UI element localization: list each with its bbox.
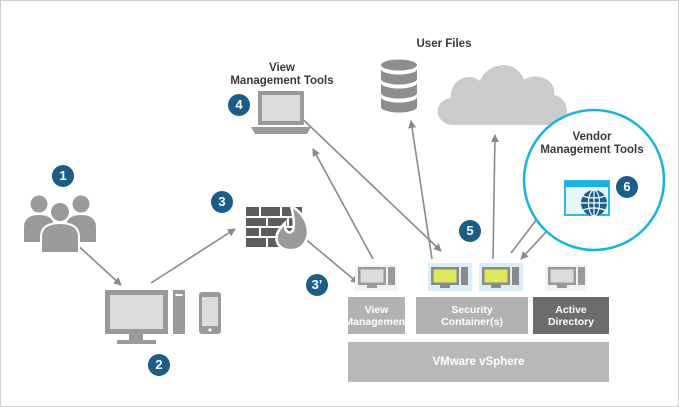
vmware-vsphere-label: VMware vSphere [432, 356, 525, 368]
step-badge-3: 3 [211, 191, 233, 213]
view-tools-label-line2: Management Tools [230, 75, 334, 87]
arrow-device-to-firewall [150, 228, 236, 284]
arrow-security-to-cloud [490, 134, 499, 260]
security-container-line2: Container(s) [441, 315, 503, 328]
step-badge-6: 6 [616, 176, 638, 198]
step-badge-2: 2 [148, 354, 170, 376]
vendor-highlight-ring [522, 108, 666, 252]
active-directory-block: Active Directory [533, 297, 609, 334]
step-badge-5: 5 [459, 220, 481, 242]
arrow-security-to-database [408, 120, 433, 260]
security-container-line1: Security [451, 303, 493, 316]
end-user-devices-icon [105, 290, 221, 344]
arrow-tools-to-security [291, 108, 442, 252]
vm-active-directory-icon [545, 265, 587, 291]
users-group-icon [24, 195, 96, 254]
vendor-globe-browser-icon [564, 180, 610, 217]
view-management-block: View Management [344, 297, 409, 334]
vendor-tools-label: Vendor Management Tools [522, 131, 662, 157]
step-badge-3-prime: 3’ [306, 274, 328, 296]
firewall-icon [246, 203, 310, 252]
vm-security-container-2-icon [479, 263, 523, 291]
view-tools-laptop-icon [251, 91, 311, 134]
view-management-line1: View [364, 303, 389, 316]
vendor-tools-label-line2: Management Tools [540, 144, 644, 156]
arrow-firewall-to-view-management [302, 236, 359, 284]
vm-security-container-1-icon [428, 263, 472, 291]
user-files-database-icon [381, 59, 417, 113]
vendor-tools-label-line1: Vendor [572, 131, 612, 143]
security-container-block: Security Container(s) [416, 297, 528, 334]
step-badge-4: 4 [228, 94, 250, 116]
cloud-storage-icon [437, 65, 567, 125]
view-management-line2: Management [344, 315, 409, 328]
step-badge-1: 1 [52, 165, 74, 187]
arrow-users-to-device [72, 240, 122, 286]
view-tools-label-line1: View [269, 62, 295, 74]
arrow-view-management-to-tools [312, 148, 374, 260]
vm-view-management-icon [355, 265, 397, 291]
connection-arrows [72, 108, 572, 286]
user-files-label: User Files [416, 38, 472, 50]
vmware-vsphere-block: VMware vSphere [348, 342, 609, 382]
active-directory-line1: Active [555, 303, 587, 316]
view-tools-label: View Management Tools [212, 62, 352, 88]
active-directory-line2: Directory [547, 315, 595, 328]
